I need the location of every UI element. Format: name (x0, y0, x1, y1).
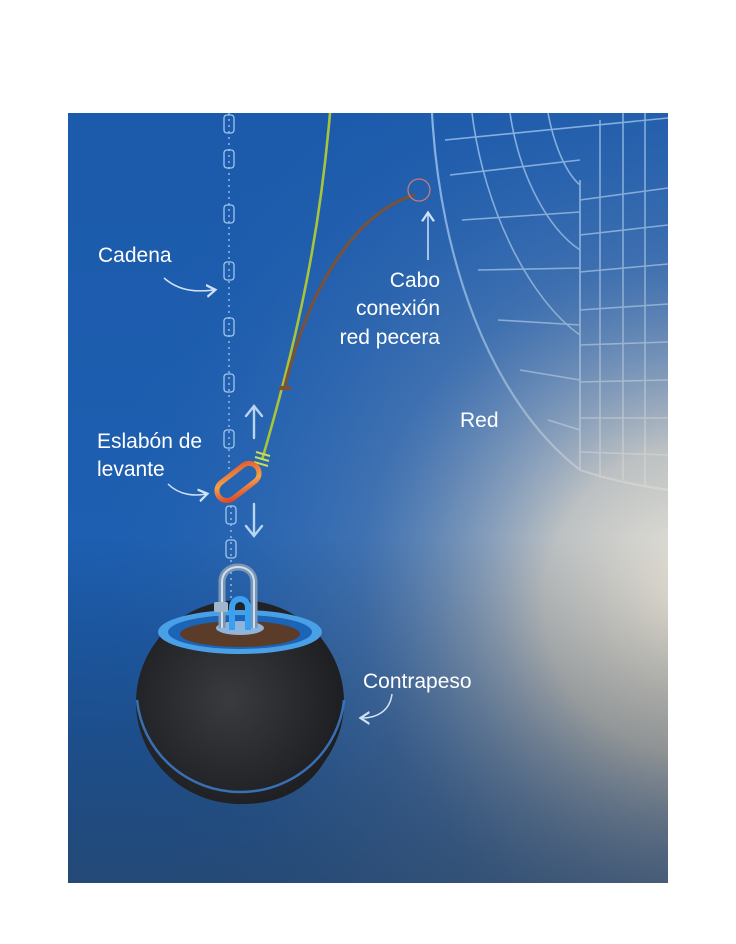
lifting-link (214, 460, 262, 504)
label-cabo-line3: red pecera (340, 326, 441, 349)
counterweight (135, 563, 346, 805)
rope-attachment-ring (407, 178, 431, 202)
label-red: Red (460, 409, 499, 432)
label-pointers (163, 214, 428, 718)
chain (223, 113, 237, 600)
label-cabo-line2: conexión (356, 297, 440, 320)
label-contrapeso: Contrapeso (363, 670, 472, 693)
green-rope (260, 112, 332, 461)
label-cabo-line1: Cabo (390, 269, 440, 292)
label-cadena: Cadena (98, 244, 172, 267)
label-eslabon-line2: levante (97, 458, 165, 481)
bottom-shade (68, 113, 668, 883)
label-eslabon-line1: Eslabón de (97, 430, 202, 453)
connection-rope (282, 193, 416, 391)
lift-arrows (244, 404, 264, 538)
rope-knot (253, 451, 271, 467)
